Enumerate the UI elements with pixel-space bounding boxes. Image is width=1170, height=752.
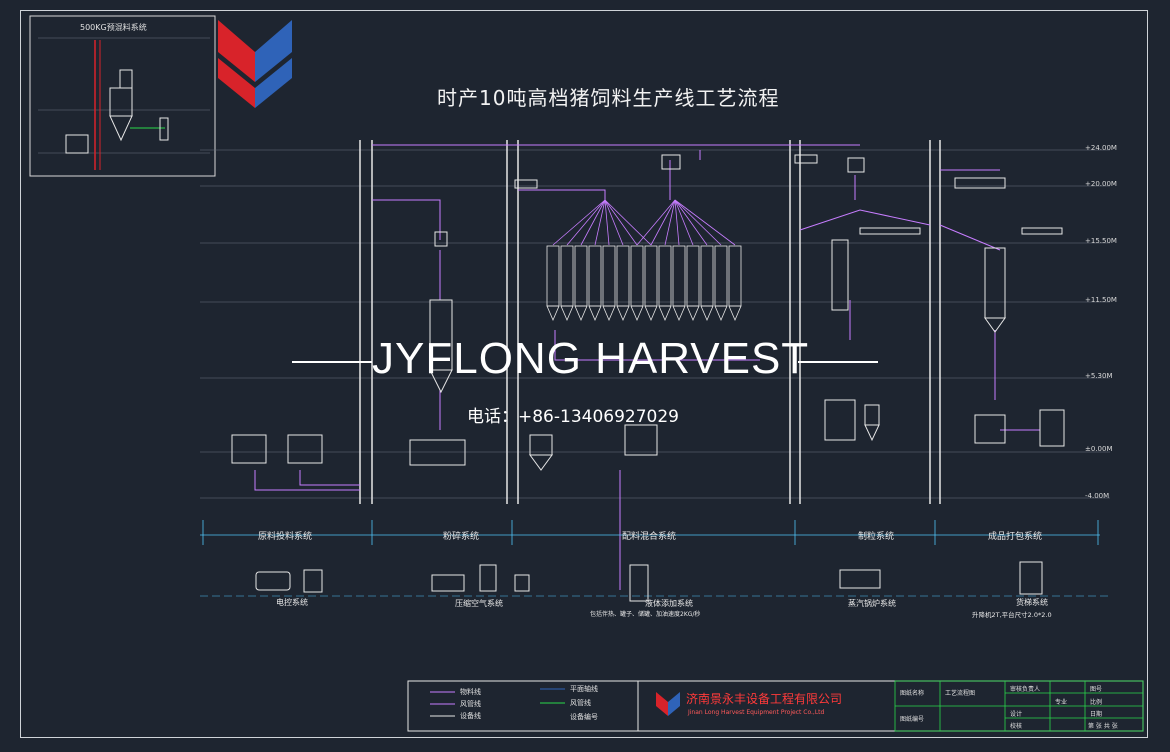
title-block-cell: 工艺流程图 [945, 690, 976, 697]
level-label: -4.00M [1085, 492, 1110, 500]
section-label: 配料混合系统 [622, 532, 677, 542]
level-label: +20.00M [1085, 180, 1117, 188]
section-label: 制粒系统 [858, 532, 895, 542]
level-label: ±0.00M [1085, 445, 1113, 453]
company-name-en: Jinan Long Harvest Equipment Project Co.… [688, 709, 825, 716]
diagram-title: 时产10吨高档猪饲料生产线工艺流程 [437, 86, 780, 110]
title-block-cell: 校核 [1010, 723, 1023, 730]
title-block-cell: 图号 [1090, 686, 1103, 693]
aux-system-label: 蒸汽锅炉系统 [848, 599, 896, 608]
title-block-cell: 专业 [1055, 699, 1068, 706]
drawing-frame [20, 10, 1148, 738]
title-block-cell: 图纸名称 [900, 690, 925, 697]
legend-item: 平面轴线 [570, 685, 598, 693]
aux-system-label: 电控系统 [276, 598, 308, 607]
legend-item: 设备线 [460, 712, 481, 720]
title-block-cell: 第 张 共 张 [1088, 723, 1118, 730]
company-name: 济南景永丰设备工程有限公司 [686, 692, 843, 706]
premix-inset-box [29, 15, 216, 177]
title-block-cell: 比例 [1090, 699, 1103, 706]
aux-note: 包括伴热、罐子、储罐、加油速度2KG/秒 [590, 611, 701, 618]
aux-system-label: 液体添加系统 [645, 599, 693, 608]
title-block-cell: 设计 [1010, 711, 1023, 718]
legend-item: 风管线 [460, 700, 481, 708]
level-label: +24.00M [1085, 144, 1117, 152]
company-logo [218, 20, 292, 108]
level-label: +5.30M [1085, 372, 1113, 380]
title-block-cell: 图纸编号 [900, 716, 925, 723]
level-label: +11.50M [1085, 296, 1117, 304]
section-label: 原料投料系统 [258, 532, 313, 542]
watermark-brand: JYFLONG HARVEST [372, 334, 810, 383]
legend-box [407, 680, 639, 732]
legend-item: 物料线 [460, 688, 481, 696]
section-label: 成品打包系统 [988, 532, 1043, 542]
level-label: +15.50M [1085, 237, 1117, 245]
aux-system-label: 压缩空气系统 [455, 599, 503, 608]
inset-title: 500KG预混料系统 [80, 23, 147, 32]
title-block-cell: 审核负责人 [1010, 686, 1041, 693]
title-block-cell: 日期 [1090, 711, 1103, 718]
watermark-phone: 电话：+86-13406927029 [467, 407, 679, 427]
company-small-logo [656, 692, 680, 716]
legend-item: 设备编号 [570, 713, 598, 721]
aux-note: 升降机2T,平台尺寸2.0*2.0 [972, 611, 1052, 619]
legend-item: 风管线 [570, 699, 591, 707]
section-label: 粉碎系统 [443, 532, 480, 542]
aux-system-label: 货梯系统 [1016, 598, 1048, 607]
